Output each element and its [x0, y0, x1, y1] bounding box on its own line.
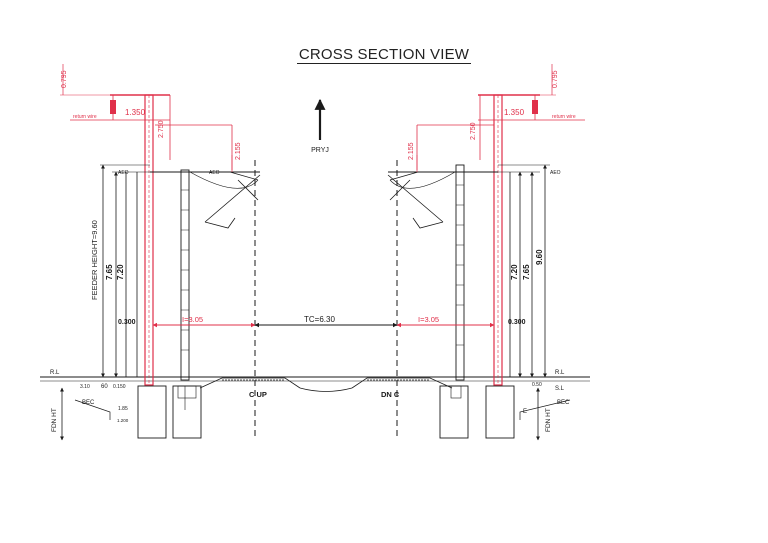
right-return-wire: return wire	[552, 114, 576, 120]
direction-arrow: PRYJ	[311, 98, 329, 154]
left-bracket-dim: 1.350	[125, 108, 146, 117]
left-aeo-2: AEO	[209, 170, 220, 176]
left-rl: R.L	[50, 370, 60, 376]
left-base-a: 3.10	[80, 384, 90, 390]
left-small-2: 1.200	[117, 418, 129, 423]
right-track-label: DN C	[381, 390, 400, 399]
track-centers: TC=6.30	[304, 315, 335, 324]
left-small-1: 1.85	[118, 406, 128, 412]
left-return-wire: return wire	[73, 114, 97, 120]
left-aeo: AEO	[118, 170, 129, 176]
left-top-offset: 0.795	[61, 70, 68, 88]
left-mast-assembly	[60, 64, 261, 441]
right-mast-assembly	[387, 64, 585, 441]
right-top-offset: 0.795	[552, 70, 559, 88]
left-implant: I=3.05	[182, 315, 203, 324]
left-base-b: 60	[101, 384, 108, 390]
left-feeder-height: FEEDER HEIGHT=9.60	[90, 220, 99, 300]
left-fdn-height: FDN HT	[51, 408, 58, 432]
right-height-1: 7.65	[522, 264, 531, 280]
right-height-2: 7.20	[510, 264, 519, 280]
left-height-1: 7.65	[105, 264, 114, 280]
page-title: CROSS SECTION VIEW	[0, 46, 768, 64]
right-sl: S.L	[555, 386, 565, 392]
right-ground-gap: 0.300	[508, 319, 526, 326]
right-bracket-dim: 1.350	[504, 108, 525, 117]
right-aeo: AEO	[550, 170, 561, 176]
ground-line	[40, 376, 590, 382]
right-small-1: E	[523, 409, 527, 415]
track-centerlines	[254, 160, 398, 440]
left-bec: BEC	[82, 400, 95, 406]
left-track-label: C UP	[249, 390, 267, 399]
left-bracket-drop: 2.750	[158, 120, 165, 138]
right-bracket-drop: 2.750	[470, 122, 477, 140]
right-fdn-height: FDN HT	[545, 408, 552, 432]
ballast	[199, 377, 453, 392]
right-bec: BEC	[557, 400, 570, 406]
left-base-c: 0.150	[113, 384, 126, 390]
right-rl: R.L	[555, 370, 565, 376]
right-contact-drop: 2.155	[408, 142, 415, 160]
right-base-a: 0.50	[532, 382, 542, 388]
left-contact-drop: 2.155	[235, 142, 242, 160]
right-feeder-height: 9.60	[535, 249, 544, 265]
right-implant: I=3.05	[418, 315, 439, 324]
direction-label: PRYJ	[311, 147, 329, 154]
left-ground-gap: 0.300	[118, 319, 136, 326]
title-text: CROSS SECTION VIEW	[296, 46, 472, 64]
left-height-2: 7.20	[116, 264, 125, 280]
